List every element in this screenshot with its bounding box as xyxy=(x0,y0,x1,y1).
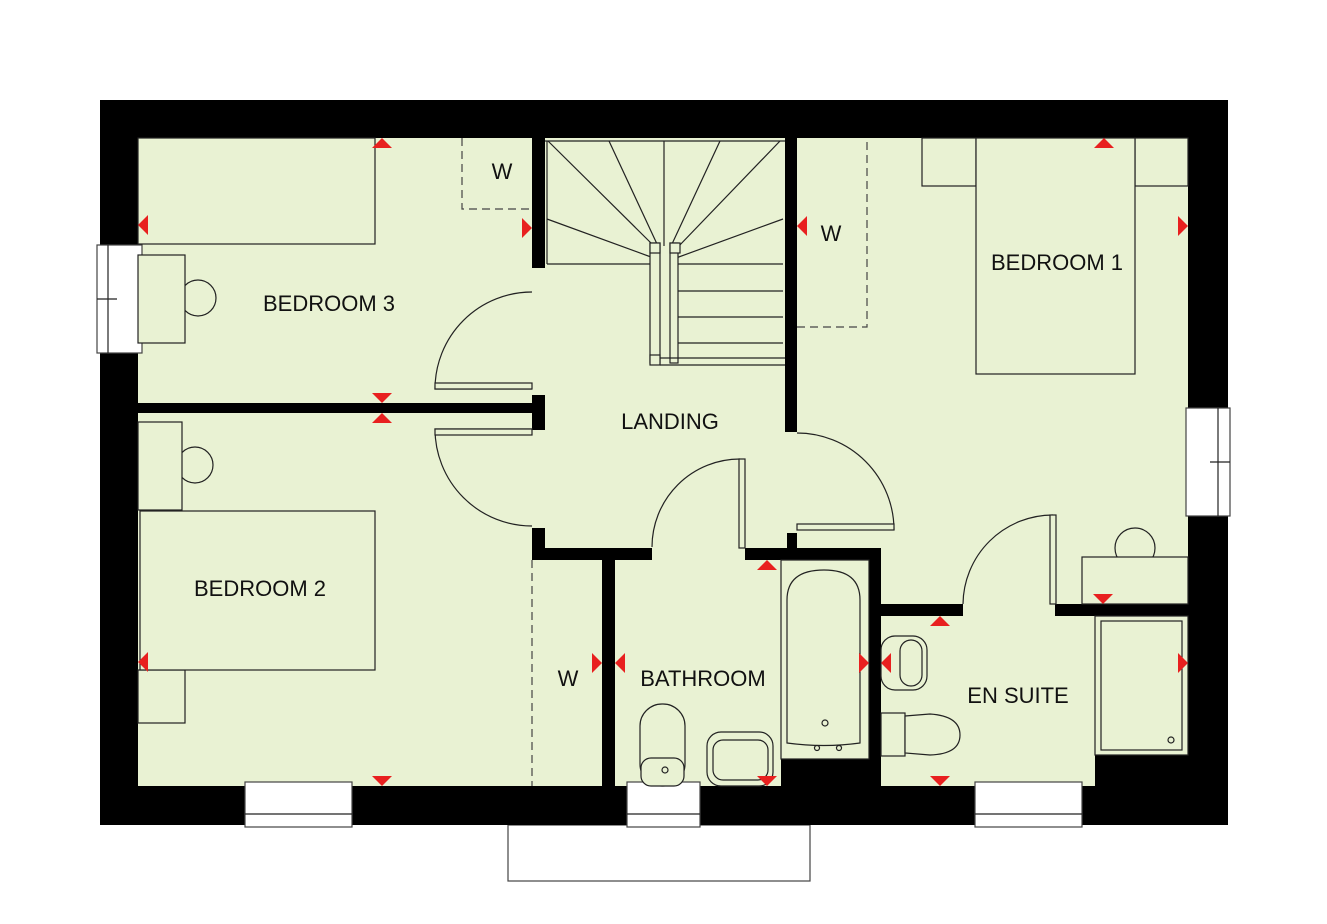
bed-bedroom2 xyxy=(139,510,376,671)
ensuite-toilet xyxy=(880,712,906,757)
label-bedroom1: BEDROOM 1 xyxy=(991,250,1123,275)
label-wardrobe: W xyxy=(492,159,513,184)
internal-walls xyxy=(138,138,1190,789)
windows xyxy=(96,244,1231,828)
label-bedroom2: BEDROOM 2 xyxy=(194,576,326,601)
wardrobes xyxy=(461,138,868,786)
label-wardrobe: W xyxy=(821,221,842,246)
bath xyxy=(780,559,870,760)
label-ensuite: EN SUITE xyxy=(967,683,1068,708)
bay-outline xyxy=(507,824,811,882)
doors xyxy=(434,291,1057,605)
label-wardrobe: W xyxy=(558,666,579,691)
bed-bedroom3 xyxy=(137,137,376,245)
label-bathroom: BATHROOM xyxy=(640,666,765,691)
bed-bedroom1 xyxy=(975,137,1136,375)
label-bedroom3: BEDROOM 3 xyxy=(263,291,395,316)
furniture xyxy=(137,137,1189,787)
label-landing: LANDING xyxy=(621,409,719,434)
staircase xyxy=(545,140,785,366)
dimension-markers xyxy=(138,138,1188,786)
desk xyxy=(137,254,186,344)
